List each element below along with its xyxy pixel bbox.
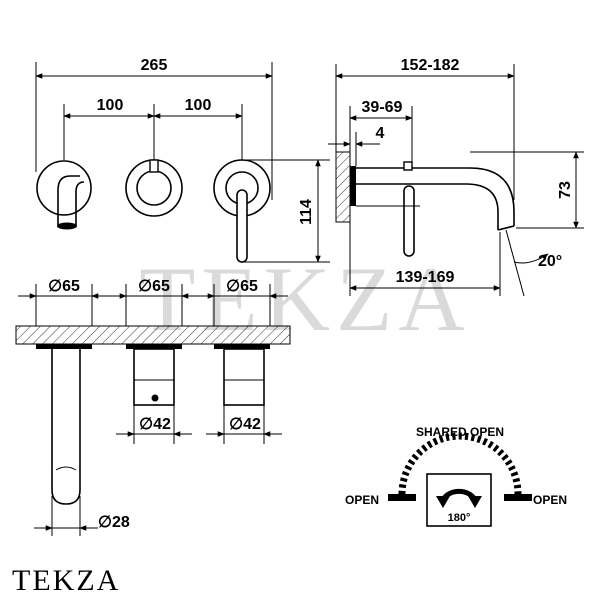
angle-arc <box>513 253 549 264</box>
rotation-arrow-left-icon <box>436 496 450 508</box>
shared-open-arc <box>398 432 522 495</box>
mixer-base <box>214 344 270 349</box>
dimension-diameter-mixer-body: ∅42 <box>229 416 261 433</box>
dimension-diameter-spout-pipe: ∅28 <box>98 514 130 531</box>
brand-logo: TEKZA <box>12 564 120 597</box>
spout-outlet <box>57 222 77 230</box>
mixer-body <box>223 348 265 406</box>
dimension-plate: 4 <box>376 125 385 142</box>
diverter-knob <box>136 170 172 206</box>
front-view: 265 100 100 114 <box>35 57 330 263</box>
mixer-lever <box>236 189 248 263</box>
diverter-base <box>126 344 182 349</box>
spout-pipe <box>51 349 81 505</box>
open-left-bar <box>388 494 416 501</box>
dimension-spacing-right: 100 <box>185 97 212 114</box>
dimension-wall-range: 39-69 <box>362 99 403 116</box>
diverter-dot <box>151 394 159 402</box>
dimension-diameter-diverter-body: ∅42 <box>139 416 171 433</box>
dimension-projection: 152-182 <box>401 57 460 74</box>
side-view: 152-182 39-69 4 73 139-169 20° <box>328 57 584 297</box>
wall-slab <box>15 325 291 345</box>
angle-line <box>505 229 525 297</box>
dimension-spout-height: 73 <box>557 181 574 199</box>
open-right-bar <box>504 494 532 501</box>
dimension-spacing-left: 100 <box>97 97 124 114</box>
wall-section <box>335 151 351 223</box>
spout-bottom-edge <box>356 183 499 230</box>
dimension-height: 114 <box>298 199 315 225</box>
label-shared-open: SHARED OPEN <box>416 425 504 439</box>
spout-top-edge <box>356 167 515 226</box>
spout-base <box>36 344 92 349</box>
label-open-left: OPEN <box>345 493 379 507</box>
dimension-diameter-mixer: ∅65 <box>226 278 258 295</box>
spout-pipe-shade <box>55 466 77 471</box>
label-rotation: 180° <box>448 512 471 524</box>
dimension-overall-width: 265 <box>141 57 168 74</box>
spout-outline <box>57 175 80 226</box>
label-open-right: OPEN <box>533 493 567 507</box>
dimension-diameter-spout: ∅65 <box>48 278 80 295</box>
dimension-diameter-diverter: ∅65 <box>138 278 170 295</box>
spout-rosette <box>36 160 92 216</box>
operation-diagram: SHARED OPEN OPEN OPEN 180° <box>345 425 567 527</box>
dimension-spout-reach: 139-169 <box>396 269 455 286</box>
diverter-indicator <box>149 159 159 173</box>
spout-outlet-edge <box>497 225 515 231</box>
spout-outline-inner <box>75 181 85 226</box>
side-lever <box>403 185 415 257</box>
rotation-box <box>426 473 492 527</box>
wall-plate <box>350 166 356 206</box>
section-view: ∅65 ∅65 ∅65 ∅42 ∅42 <box>15 278 291 536</box>
diverter-cap <box>403 161 413 171</box>
rotation-arrow-right-icon <box>468 496 482 508</box>
dimension-angle: 20° <box>538 253 562 270</box>
